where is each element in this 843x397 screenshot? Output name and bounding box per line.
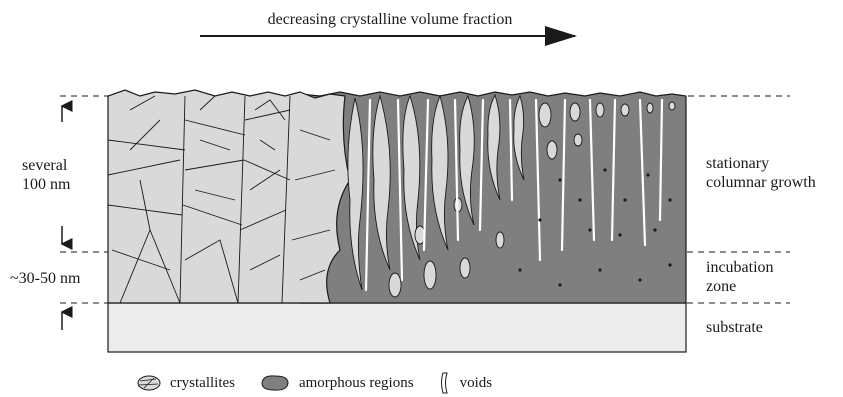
thickness-label-line1: several: [22, 157, 68, 174]
legend-item-voids: voids: [438, 372, 493, 394]
crystallite-icon: [136, 374, 162, 392]
void-icon: [438, 372, 452, 394]
substrate-layer: [108, 303, 686, 352]
legend-item-crystallites: crystallites: [136, 374, 235, 392]
thickness-label-line2: 100 nm: [22, 176, 71, 193]
incubation-label-line1: incubation: [706, 259, 774, 276]
growth-label-line1: stationary: [706, 155, 769, 172]
amorphous-region-icon: [259, 373, 291, 393]
incubation-label-line2: zone: [706, 278, 736, 295]
legend-label: crystallites: [170, 375, 235, 392]
legend-label: amorphous regions: [299, 375, 414, 392]
legend: crystallites amorphous regions voids: [136, 372, 516, 394]
legend-item-amorphous: amorphous regions: [259, 373, 414, 393]
incubation-thickness-label: ~30-50 nm: [10, 270, 81, 287]
direction-label: decreasing crystalline volume fraction: [268, 11, 513, 28]
growth-label-line2: columnar growth: [706, 174, 816, 191]
substrate-label: substrate: [706, 319, 763, 336]
legend-label: voids: [460, 375, 493, 392]
